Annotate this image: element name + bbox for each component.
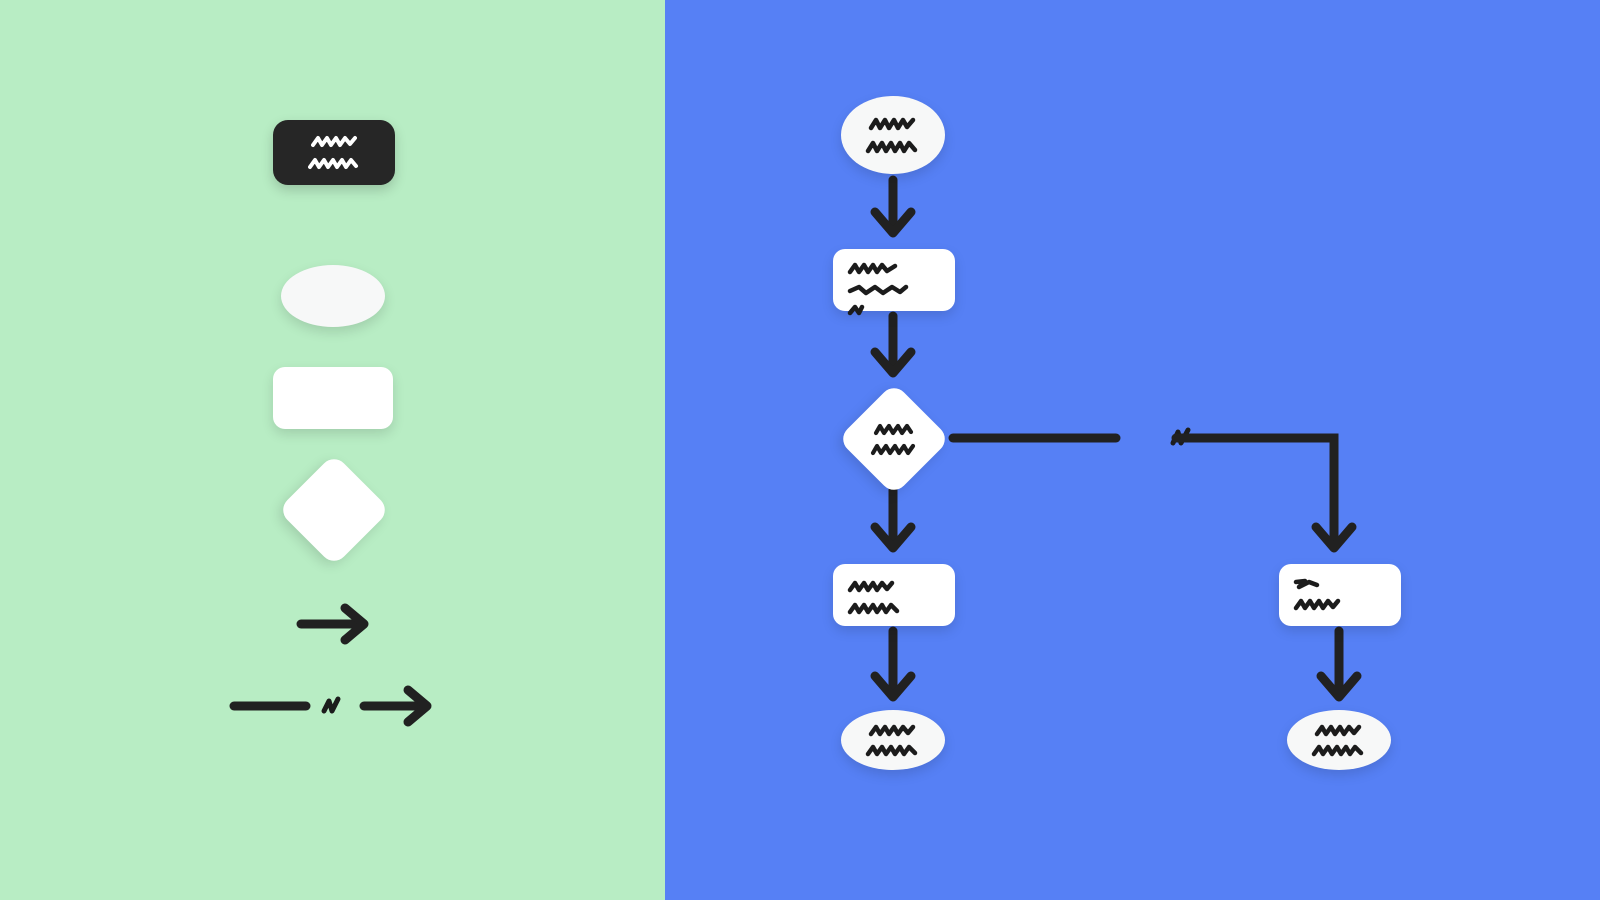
- legend-plain-arrow[interactable]: [295, 600, 375, 648]
- dark-card-surface: [273, 120, 395, 185]
- decision-scribbles: [870, 422, 918, 457]
- process-1-surface: [833, 249, 955, 311]
- end-terminator-right[interactable]: [1287, 710, 1391, 770]
- process-step-3-no[interactable]: [1279, 564, 1401, 626]
- start-ellipse-surface: [841, 96, 945, 174]
- decision-node[interactable]: [837, 382, 951, 496]
- edge-start-to-process1: [870, 175, 916, 238]
- flowchart-panel: [665, 0, 1600, 900]
- scribble-line: [870, 442, 918, 457]
- end-right-surface: [1287, 710, 1391, 770]
- legend-panel: [0, 0, 665, 900]
- process-2-surface: [833, 564, 955, 626]
- legend-terminator-ellipse[interactable]: [281, 265, 385, 327]
- edge-process3-to-endright: [1316, 626, 1362, 702]
- connector-layer: [665, 0, 1600, 900]
- start-terminator[interactable]: [841, 96, 945, 174]
- edge-decision-to-process2: [870, 485, 916, 553]
- process-step-2-yes[interactable]: [833, 564, 955, 626]
- edge-process2-to-endleft: [870, 626, 916, 702]
- arrow-right-icon: [296, 603, 369, 645]
- decision-label-area: [854, 399, 934, 479]
- process-3-surface: [1279, 564, 1401, 626]
- diamond-surface: [277, 453, 391, 567]
- end-left-surface: [841, 710, 945, 770]
- legend-process-rectangle[interactable]: [273, 367, 393, 429]
- process-step-1[interactable]: [833, 249, 955, 316]
- rectangle-surface: [273, 367, 393, 429]
- legend-labeled-arrow[interactable]: [228, 682, 438, 730]
- arrow-with-label-icon: [229, 685, 432, 727]
- edge-decision-branch: [948, 427, 1357, 553]
- end-terminator-left[interactable]: [841, 710, 945, 770]
- ellipse-surface: [281, 265, 385, 327]
- edge-process1-to-decision: [870, 311, 916, 378]
- scribble-line: [873, 422, 915, 437]
- legend-dark-card[interactable]: [273, 120, 395, 185]
- legend-decision-diamond[interactable]: [277, 453, 391, 567]
